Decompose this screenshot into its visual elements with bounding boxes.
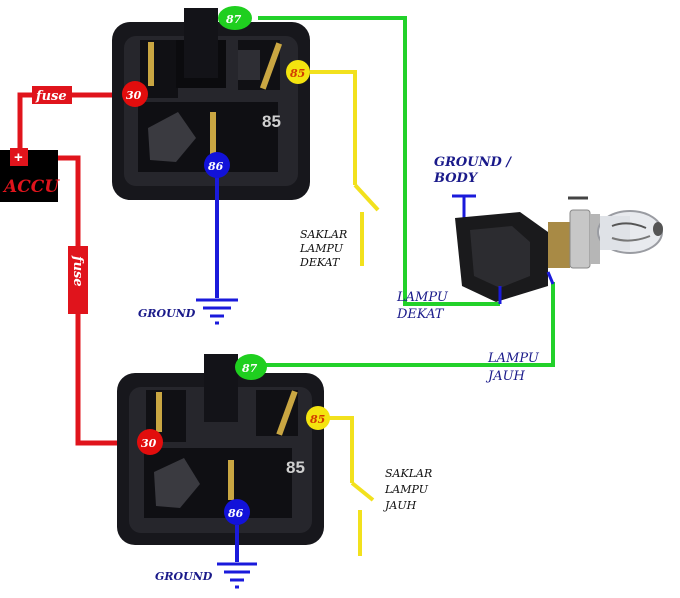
relay-bottom-pin-86: [224, 499, 250, 525]
switch-bottom-label-3: JAUH: [383, 499, 417, 512]
relay-bottom-pin-87: [235, 354, 267, 380]
relay-top-pin-30-label: 30: [126, 89, 142, 102]
relay-bottom-pin-85-label: 85: [310, 413, 325, 426]
switch-bottom-label-1: SAKLAR: [385, 467, 432, 480]
ground-bottom-label: GROUND: [155, 570, 213, 583]
switch-bottom-blade: [350, 481, 375, 502]
relay-top-pin-87: [218, 6, 252, 30]
ground-symbol-bottom: [217, 562, 257, 589]
relay-top: 85: [112, 8, 310, 298]
headlamp-bulb: [455, 196, 663, 304]
fuse-left: fuse: [68, 246, 88, 314]
wire-green-high-beam: [265, 282, 555, 367]
switch-top-label-2: LAMPU: [299, 242, 344, 255]
switch-bottom-label-2: LAMPU: [384, 483, 429, 496]
low-beam-label-1: LAMPU: [396, 290, 449, 305]
battery-body: [0, 150, 58, 202]
fuse-left-label: fuse: [70, 255, 85, 287]
wire-red-top: [17, 92, 120, 150]
fuse-top: fuse: [32, 86, 72, 104]
switch-top-blade: [353, 183, 380, 212]
relay-bottom-pin-87-label: 87: [242, 362, 258, 375]
wire-green-low-beam: [258, 16, 500, 306]
ground-symbol-top: [196, 298, 238, 325]
relay-top-embossed-85: 85: [262, 112, 281, 131]
relay-top-pin-86: [204, 152, 230, 178]
relay-top-pin-86-label: 86: [208, 160, 224, 173]
battery: + ACCU: [0, 148, 60, 202]
battery-label: ACCU: [2, 177, 60, 197]
relay-bottom-pin-30-label: 30: [141, 437, 157, 450]
lamp-ground-label-2: BODY: [433, 171, 479, 186]
high-beam-label-2: JAUH: [485, 369, 526, 384]
fuse-top-label: fuse: [35, 89, 67, 104]
relay-bottom-pin-86-label: 86: [228, 507, 244, 520]
relay-bottom: 85: [117, 354, 324, 562]
relay-bottom-embossed-85: 85: [286, 458, 305, 477]
switch-top-label-3: DEKAT: [299, 256, 341, 269]
relay-top-pin-87-label: 87: [226, 13, 242, 26]
relay-bottom-pin-85: [306, 406, 330, 430]
relay-top-pin-85: [286, 60, 310, 84]
battery-plus: +: [14, 149, 23, 166]
wire-yellow-bottom: [322, 416, 354, 483]
lamp-ground-label-1: GROUND /: [434, 155, 512, 170]
relay-top-pin-85-label: 85: [290, 67, 305, 80]
ground-top-label: GROUND: [138, 307, 196, 320]
low-beam-label-2: DEKAT: [396, 307, 445, 322]
relay-bottom-pin-30: [137, 429, 163, 455]
switch-top-label-1: SAKLAR: [300, 228, 347, 241]
wire-yellow-top: [308, 70, 357, 185]
relay-top-pin-30: [122, 81, 148, 107]
high-beam-label-1: LAMPU: [487, 351, 540, 366]
